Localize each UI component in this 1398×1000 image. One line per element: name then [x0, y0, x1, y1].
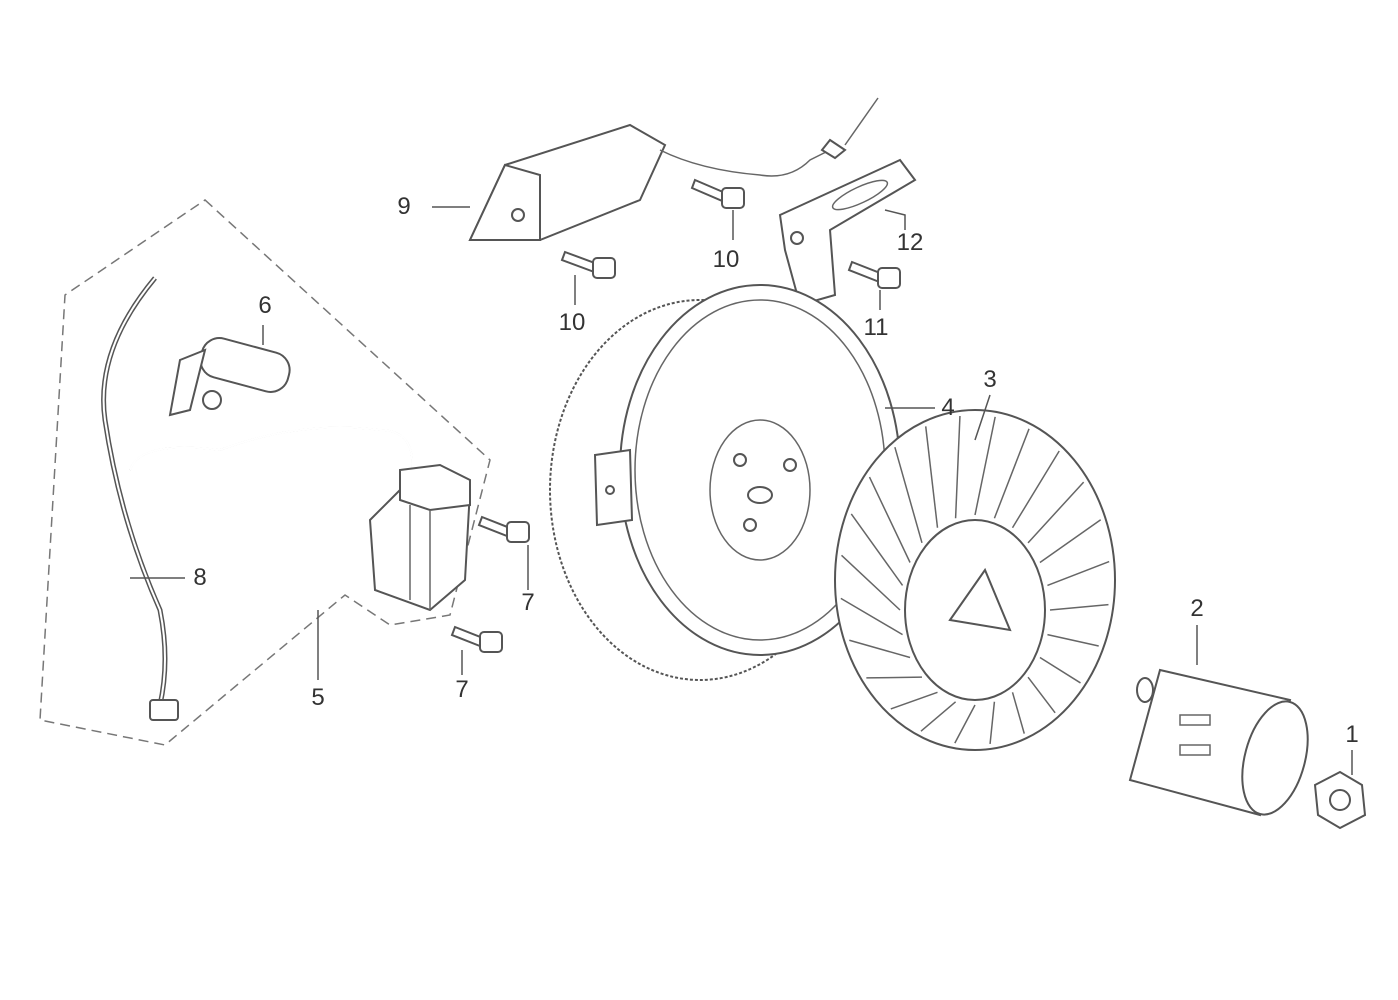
callout-11: 11: [863, 314, 889, 341]
ignition-group-outline: [39, 199, 491, 746]
fan-fin: [924, 426, 939, 528]
bracket-part-12: [778, 158, 917, 307]
bolt-part-7-upper: [477, 515, 530, 543]
fan-fin: [1027, 481, 1085, 544]
callout-5: 5: [311, 684, 325, 711]
starter-cup-part-2: [1128, 668, 1309, 817]
fan-fin: [1049, 603, 1109, 611]
fan-fin: [866, 676, 922, 679]
bolt-part-7-lower: [450, 625, 503, 653]
callout-6: 6: [258, 292, 272, 319]
callout-10-upper: 10: [712, 246, 740, 273]
fan-fin: [989, 701, 996, 745]
fan-fin: [890, 691, 938, 710]
fan-fin: [894, 446, 923, 544]
callout-8: 8: [193, 564, 207, 591]
fan-fin: [1039, 519, 1102, 564]
fan-fin: [1047, 633, 1099, 647]
callout-7-lower: 7: [455, 676, 469, 703]
fan-fin: [840, 597, 903, 636]
fan-fin: [849, 639, 911, 659]
fan-fin: [1039, 656, 1081, 684]
bolt-part-11: [847, 260, 901, 289]
callout-4: 4: [941, 394, 955, 421]
callout-12: 12: [896, 229, 924, 256]
fan-fin: [954, 704, 976, 744]
cooling-fan-part-3: [834, 409, 1116, 751]
leader-lines: [130, 206, 1353, 775]
fan-fin: [1011, 692, 1025, 734]
fan-fin: [993, 428, 1030, 519]
bolt-part-10-lower: [560, 250, 616, 279]
nut-part-1: [1313, 770, 1367, 830]
fan-fin: [920, 701, 957, 732]
fan-fin: [954, 415, 961, 519]
callout-10-lower: 10: [558, 309, 586, 336]
callout-7-upper: 7: [521, 589, 535, 616]
wire-part-8: [101, 276, 168, 706]
callout-2: 2: [1190, 595, 1204, 622]
fan-fin: [1011, 450, 1060, 529]
fan-fin: [841, 554, 901, 611]
fan-fin: [974, 416, 996, 516]
flywheel-part-4: [549, 284, 901, 681]
fan-fin: [1027, 676, 1056, 714]
callout-1: 1: [1345, 721, 1359, 748]
spark-plug-cap-part-6: [168, 337, 291, 417]
callout-9: 9: [397, 193, 411, 220]
fan-fin: [850, 513, 904, 586]
ignition-coil: [368, 463, 472, 612]
bolt-part-10-upper: [690, 178, 745, 209]
fan-fin: [868, 476, 911, 563]
charge-coil-part-9: [468, 97, 879, 241]
fan-fin: [1047, 560, 1110, 587]
callout-3: 3: [983, 366, 997, 393]
